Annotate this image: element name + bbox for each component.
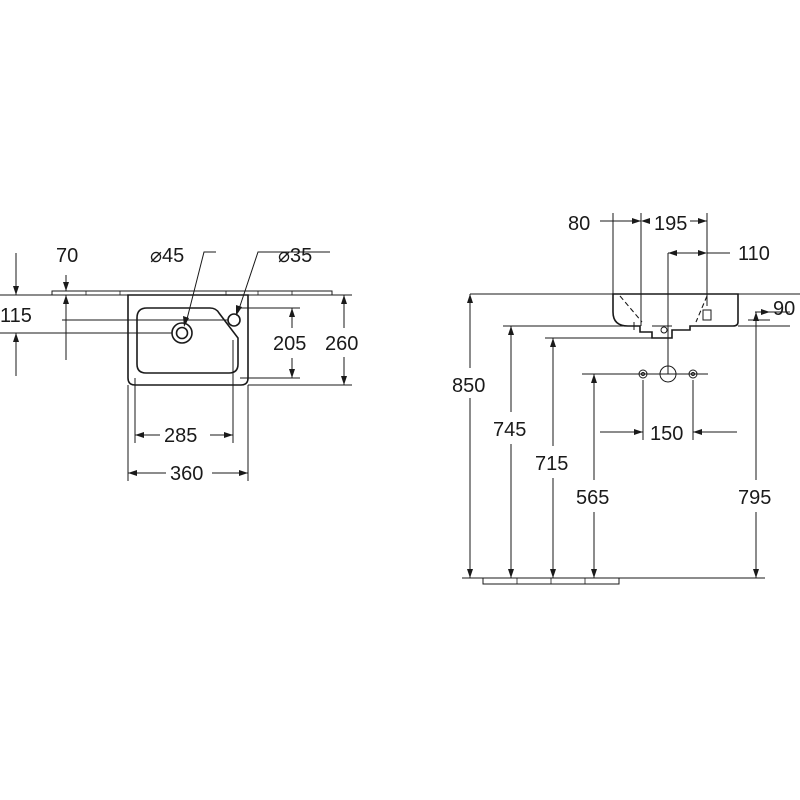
tap-hole (227, 313, 241, 327)
dim-label-80: 80 (568, 213, 590, 235)
dim-rim-height: 90 (470, 293, 800, 327)
dim-label-795: 795 (738, 487, 771, 509)
dim-label-195: 195 (654, 213, 687, 235)
dim-basin-depth: 260 (248, 294, 358, 386)
dim-label-150: 150 (650, 423, 683, 445)
dim-waste-diameter: ⌀45 (150, 245, 216, 327)
dim-label-45: ⌀45 (150, 245, 184, 267)
dim-label-565: 565 (576, 487, 609, 509)
dim-label-35: ⌀35 (278, 245, 312, 267)
fixing-points (582, 365, 708, 383)
dim-label-205: 205 (273, 333, 306, 355)
side-view: 80 195 110 90 850 (452, 213, 800, 585)
basin-bowl (136, 307, 239, 374)
dim-fixing-spacing: 150 (600, 380, 737, 445)
plan-view: 70 115 ⌀45 ⌀35 (0, 245, 358, 485)
basin-section (612, 293, 739, 339)
dim-label-90: 90 (773, 298, 795, 320)
dim-label-115: 115 (0, 305, 32, 327)
dim-label-70: 70 (56, 245, 78, 267)
dim-top-row: 80 195 (568, 213, 708, 374)
dim-basin-width: 360 (127, 385, 249, 485)
dim-underside-height: 745 (493, 325, 640, 578)
dim-waste-to-wall: 110 (668, 243, 770, 265)
basin-outline (127, 294, 249, 386)
dim-label-285: 285 (164, 425, 197, 447)
dim-wall-strip: 70 (56, 245, 78, 360)
dim-basin-inner-width: 285 (134, 340, 234, 447)
waste-outlet (171, 322, 193, 344)
dim-label-360: 360 (170, 463, 203, 485)
dim-basin-inner-depth: 205 (240, 307, 306, 379)
floor-plate (462, 577, 765, 585)
dim-label-110: 110 (738, 243, 770, 265)
dim-label-850: 850 (452, 375, 485, 397)
dim-fixing-height: 565 (576, 374, 609, 578)
dim-tap-offset: 115 (0, 253, 228, 376)
dim-label-715: 715 (535, 453, 568, 475)
dim-waste-height: 715 (535, 337, 652, 578)
dim-siphon-height: 795 (738, 312, 771, 578)
dim-overall-height: 850 (452, 294, 485, 578)
dim-tap-diameter: ⌀35 (236, 245, 330, 316)
dim-label-745: 745 (493, 419, 526, 441)
dim-label-260: 260 (325, 333, 358, 355)
